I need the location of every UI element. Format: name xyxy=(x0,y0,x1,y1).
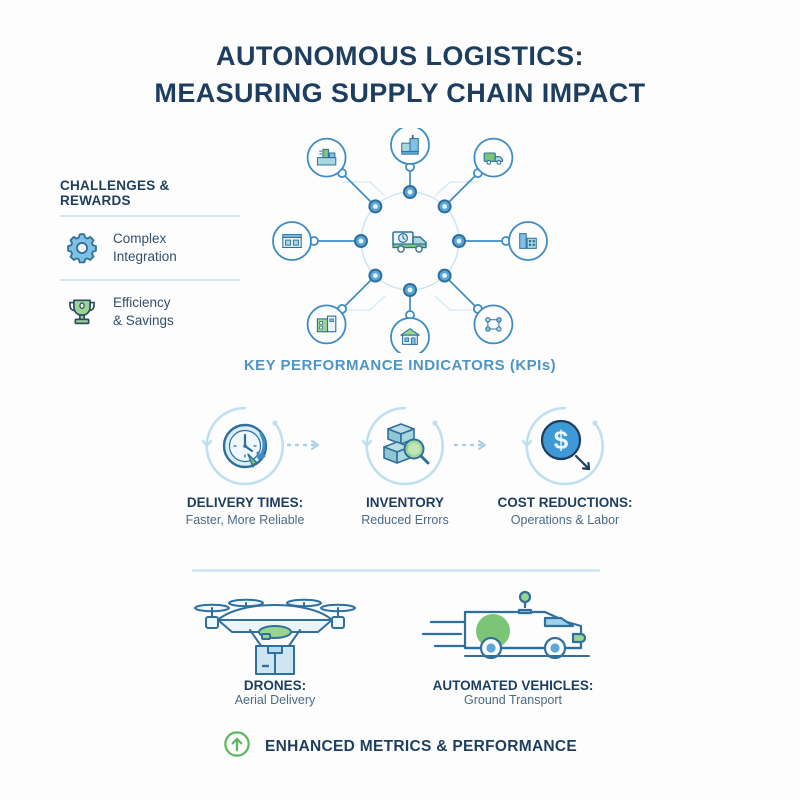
network-inner-nodes xyxy=(354,185,466,297)
boxes-search-icon xyxy=(383,423,430,465)
drone-icon xyxy=(194,598,356,675)
sidebar-item-efficiency-savings[interactable]: Efficiency & Savings xyxy=(60,281,240,343)
network-node-buildings[interactable] xyxy=(508,221,548,261)
footer-label: ENHANCED METRICS & PERFORMANCE xyxy=(264,737,578,755)
network-node-network[interactable] xyxy=(473,304,514,345)
sidebar-item-line1: Efficiency xyxy=(113,295,171,311)
network-node-plant[interactable] xyxy=(306,137,347,178)
network-node-factory[interactable] xyxy=(390,128,430,165)
sidebar-heading: CHALLENGES & REWARDS xyxy=(60,178,170,208)
kpi-title: INVENTORY xyxy=(365,495,444,510)
vehicle-subtitle: Ground Transport xyxy=(464,693,562,707)
delivery-truck-icon xyxy=(392,231,427,253)
kpi-delivery-times[interactable]: DELIVERY TIMES: Faster, More Reliable xyxy=(170,398,320,528)
sidebar-divider-top xyxy=(60,215,240,217)
title-line-1: AUTONOMOUS LOGISTICS: xyxy=(216,41,584,71)
network-node-warehouse[interactable] xyxy=(272,221,312,261)
vehicle-title: DRONES: xyxy=(243,678,307,693)
sidebar-item-line2: & Savings xyxy=(113,313,174,328)
vehicle-title: AUTOMATED VEHICLES: xyxy=(432,678,594,693)
automated-van-icon xyxy=(421,590,590,660)
svg-text:$: $ xyxy=(554,425,569,455)
kpi-ring xyxy=(521,406,605,486)
kpi-subtitle: Faster, More Reliable xyxy=(185,512,305,527)
kpi-art: $ xyxy=(490,398,640,494)
dollar-coin-icon: $ xyxy=(540,419,591,471)
sidebar-item-label: Efficiency & Savings xyxy=(113,294,174,330)
warehouse-icon xyxy=(282,234,302,248)
sidebar-divider-middle xyxy=(60,279,240,281)
network-outer-nodes[interactable] xyxy=(272,128,548,353)
title-line-2: MEASURING SUPPLY CHAIN IMPACT xyxy=(154,78,646,109)
challenges-rewards-panel: CHALLENGES & REWARDS Complex Integration xyxy=(60,178,240,343)
arrow-up-circle-icon xyxy=(223,730,251,763)
kpi-title: DELIVERY TIMES: xyxy=(186,495,304,510)
footer-banner: ENHANCED METRICS & PERFORMANCE xyxy=(0,730,800,763)
kpi-row: DELIVERY TIMES: Faster, More Reliable xyxy=(170,398,640,538)
kpi-subtitle: Operations & Labor xyxy=(510,512,620,527)
supply-chain-network-diagram xyxy=(272,128,548,353)
sidebar-item-line1: Complex xyxy=(113,231,167,247)
network-center-hub xyxy=(385,216,435,266)
network-node-store[interactable] xyxy=(390,317,430,353)
vehicle-art xyxy=(160,586,390,678)
kpi-ring xyxy=(361,406,445,486)
depot-icon xyxy=(316,315,337,333)
vehicle-drones[interactable]: DRONES: Aerial Delivery xyxy=(160,586,390,707)
kpi-art xyxy=(330,398,480,494)
sidebar-item-complex-integration[interactable]: Complex Integration xyxy=(60,217,240,279)
vehicle-art xyxy=(398,586,628,678)
kpi-inventory[interactable]: INVENTORY Reduced Errors xyxy=(330,398,480,528)
vehicle-subtitle: Aerial Delivery xyxy=(234,693,316,707)
kpi-subtitle: Reduced Errors xyxy=(361,512,449,527)
page-title: AUTONOMOUS LOGISTICS: MEASURING SUPPLY C… xyxy=(0,38,800,113)
kpi-connectors xyxy=(286,440,487,450)
kpi-ring xyxy=(201,406,285,486)
kpi-cost-reductions[interactable]: $ COST REDUCTIONS: Operations & Labor xyxy=(490,398,640,528)
trophy-icon xyxy=(64,294,100,330)
network-node-depot[interactable] xyxy=(306,304,347,345)
vehicles-divider xyxy=(192,569,600,572)
clock-icon xyxy=(222,423,268,469)
kpi-section-heading: KEY PERFORMANCE INDICATORS (KPIs) xyxy=(243,357,557,374)
sidebar-item-line2: Integration xyxy=(113,249,177,264)
vehicle-automated-vehicles[interactable]: AUTOMATED VEHICLES: Ground Transport xyxy=(398,586,628,707)
gear-icon xyxy=(64,230,100,266)
kpi-art xyxy=(170,398,320,494)
sidebar-item-label: Complex Integration xyxy=(113,230,177,266)
kpi-title: COST REDUCTIONS: xyxy=(497,495,633,510)
network-node-truck[interactable] xyxy=(473,137,514,178)
